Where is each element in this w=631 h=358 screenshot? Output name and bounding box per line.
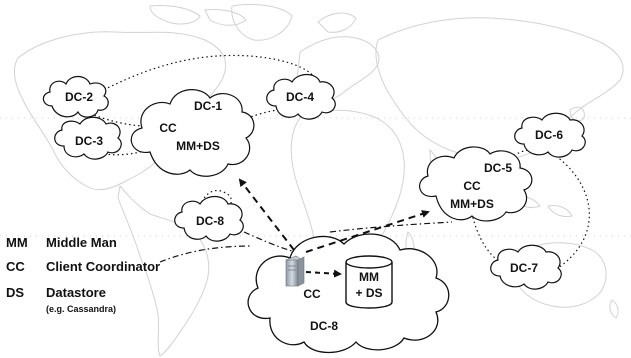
dc5-cc-label: CC — [463, 179, 481, 193]
link-dc8-small-to-large — [243, 231, 297, 253]
link-southamerica-dc8 — [159, 245, 253, 263]
dc5-mmds-label: MM+DS — [450, 197, 494, 211]
server-icon — [285, 255, 305, 287]
arrow-cc-to-db — [305, 269, 342, 278]
dc3-label: DC-3 — [75, 134, 103, 148]
dc8-db-mm-label: MM — [359, 270, 379, 284]
dc2-label: DC-2 — [65, 90, 93, 104]
dc4-label: DC-4 — [286, 90, 314, 104]
dc1-cc-label: CC — [159, 121, 177, 135]
dc1-mmds-label: MM+DS — [176, 139, 220, 153]
legend-row-cc: CC Client Coordinator — [6, 258, 160, 276]
legend-definition: Datastore — [46, 285, 106, 300]
dc7-label: DC-7 — [510, 261, 538, 275]
dc8-db-ds-label: + DS — [355, 286, 382, 300]
database-icon — [345, 255, 393, 309]
legend-row-ds: DS Datastore — [6, 284, 106, 302]
cloud-dc5 — [419, 146, 533, 222]
cloud-dc1 — [130, 89, 255, 177]
dc1-label: DC-1 — [194, 99, 222, 113]
dc8-small-label: DC-8 — [196, 214, 224, 228]
dc6-label: DC-6 — [535, 128, 563, 142]
legend-abbr: CC — [6, 259, 25, 274]
dc5-label: DC-5 — [484, 161, 512, 175]
legend-abbr: MM — [6, 235, 28, 250]
dc8-server-label: CC — [303, 287, 321, 301]
cloud-dc8-small — [174, 195, 244, 242]
arrow-cc-to-dc1 — [238, 178, 295, 251]
legend-row-mm: MM Middle Man — [6, 234, 117, 252]
cloud-dc4 — [266, 73, 336, 120]
cloud-dc3 — [54, 116, 122, 160]
cloud-dc6 — [514, 112, 586, 158]
link-dc8-dc5-dashdot — [329, 221, 453, 233]
legend-datastore-example: (e.g. Cassandra) — [46, 304, 117, 314]
arrow-cc-to-dc5 — [305, 210, 430, 253]
legend-definition: Client Coordinator — [46, 259, 161, 274]
cloud-dc2 — [42, 75, 109, 118]
cloud-dc7 — [490, 244, 562, 290]
legend-definition: Middle Man — [46, 235, 117, 250]
dashed-arrows — [238, 178, 430, 278]
dc8-large-label: DC-8 — [310, 319, 338, 333]
link-dc6-dc7 — [555, 155, 590, 269]
legend-abbr: DS — [6, 285, 25, 300]
